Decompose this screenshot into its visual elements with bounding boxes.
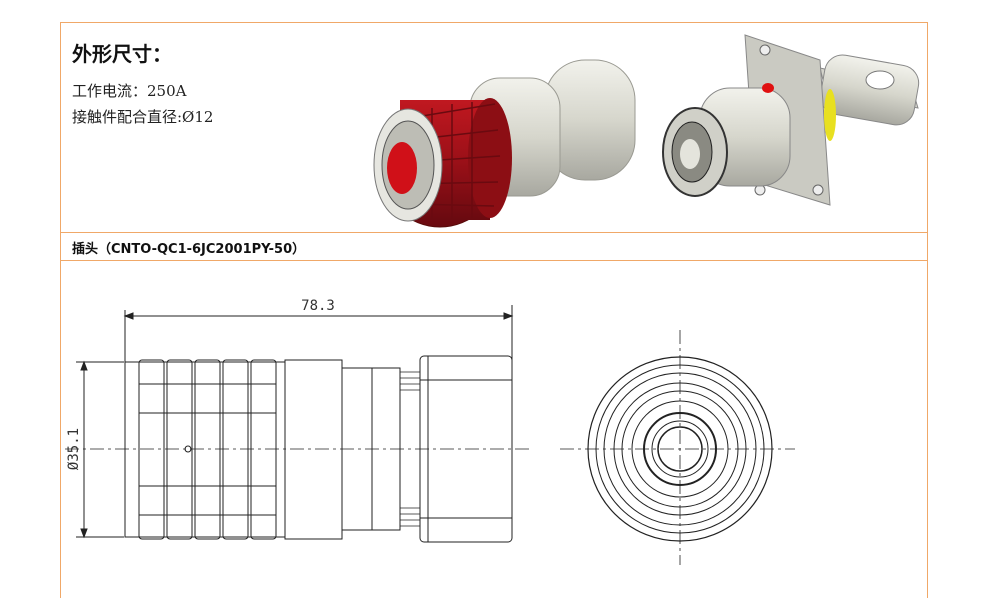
receptacle-3d-render	[662, 34, 920, 206]
page-title: 外形尺寸：	[72, 42, 172, 66]
diameter-dimension-label: Ø35.1	[66, 428, 82, 470]
length-dimension-label: 78.3	[301, 298, 335, 314]
spec-current: 工作电流：250A	[72, 82, 187, 100]
plug-3d-render	[373, 59, 636, 228]
divider-section	[60, 260, 928, 261]
plug-end-view	[560, 330, 795, 565]
plug-side-view	[65, 305, 530, 543]
document-frame	[60, 22, 928, 598]
divider-top	[60, 232, 928, 233]
section-label-plug: 插头（CNTO-QC1-6JC2001PY-50）	[72, 242, 306, 257]
spec-contact-diameter: 接触件配合直径:Ø12	[72, 108, 214, 126]
